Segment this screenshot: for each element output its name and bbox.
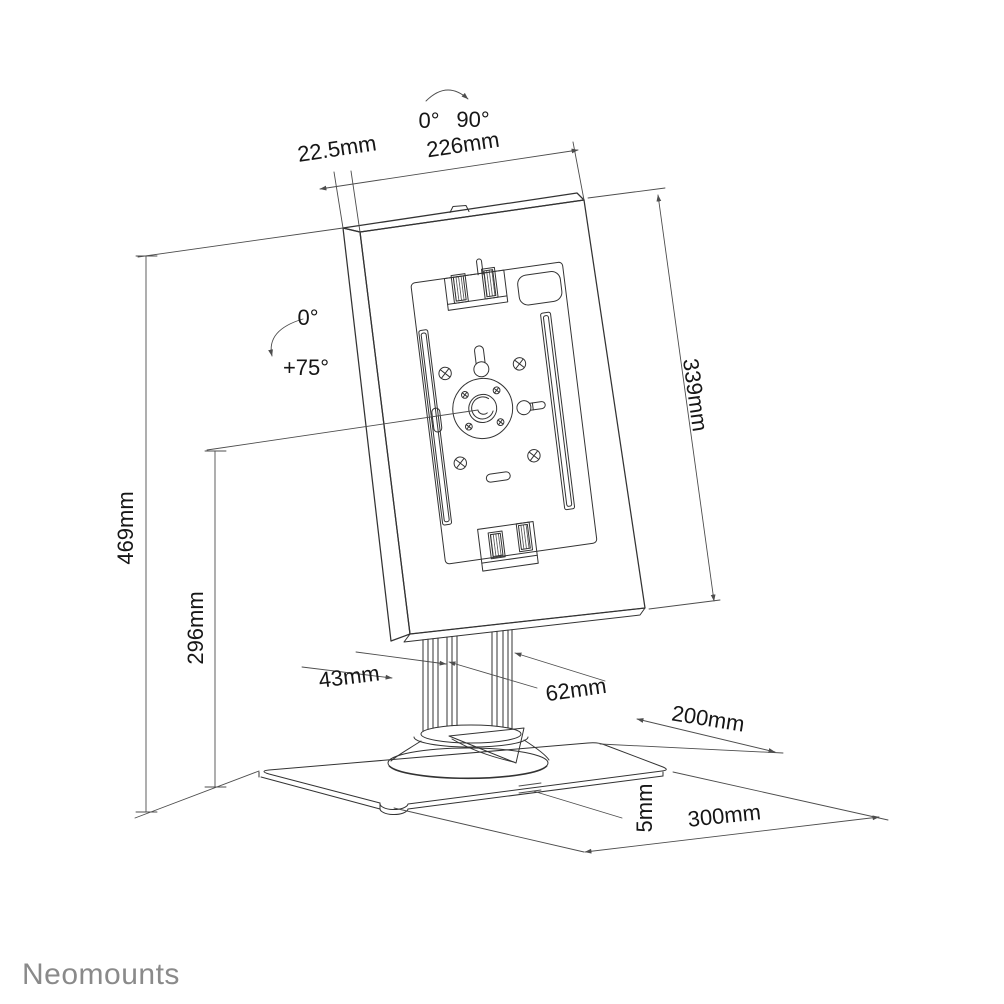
dim-top-width: 22.5mm 226mm: [296, 127, 585, 233]
edge-pill-slot: [431, 407, 443, 433]
inner-backplate: [410, 258, 598, 572]
dim-label-200mm: 200mm: [670, 701, 746, 737]
top-latch-bump: [449, 205, 470, 213]
dim-label-339mm: 339mm: [678, 357, 713, 433]
rotation-start-label: 0°: [418, 108, 439, 133]
lower-pill-slot: [485, 471, 511, 483]
dim-label-296mm: 296mm: [183, 591, 208, 664]
brand-logo: Neomounts: [22, 958, 180, 991]
dim-label-5mm: 5mm: [632, 784, 657, 833]
tilt-arc: [268, 318, 304, 357]
bottom-clip-bracket: [477, 521, 539, 572]
stand-column: [422, 629, 513, 732]
cable-flap: [448, 727, 525, 764]
hub-hook: [471, 396, 494, 420]
rotation-arc: [425, 89, 469, 102]
dim-holder-height: 339mm: [587, 187, 721, 610]
dim-plate-thickness: 5mm: [518, 782, 657, 833]
tilt-start-label: 0°: [297, 305, 318, 330]
base-dome: [387, 724, 550, 780]
dim-label-43mm: 43mm: [317, 660, 381, 692]
camera-cutout: [517, 270, 563, 306]
left-slot: [418, 329, 453, 526]
tilt-annotation: 0° +75°: [268, 305, 329, 380]
backplate-outline: [410, 261, 598, 565]
dim-label-22-5mm: 22.5mm: [296, 130, 378, 166]
desk-line: [134, 770, 260, 819]
dim-plate-depth: 200mm: [599, 701, 784, 754]
rotation-end-label: 90°: [456, 107, 489, 132]
dim-column-front: 43mm: [301, 651, 447, 693]
dim-label-62mm: 62mm: [544, 673, 608, 706]
side-bolt: [516, 400, 546, 416]
plate-notch-thickness: [379, 807, 409, 816]
hub-screws: [461, 386, 505, 431]
dim-column-depth: 62mm: [448, 652, 608, 706]
phillips-screws: [438, 357, 541, 470]
lock-pin: [476, 258, 484, 276]
dim-label-469mm: 469mm: [113, 491, 138, 564]
tablet-enclosure: [342, 192, 646, 643]
rotation-annotation: 0° 90°: [418, 89, 490, 133]
dim-label-300mm: 300mm: [686, 799, 762, 832]
rotation-hub: [452, 377, 514, 440]
tilt-end-label: +75°: [283, 355, 329, 380]
right-slot: [540, 311, 576, 511]
teardrop-pin: [473, 345, 490, 378]
dim-pivot-height: 296mm: [183, 409, 479, 788]
dim-overall-height: 469mm: [113, 227, 344, 813]
top-clip-bracket: [443, 258, 509, 311]
